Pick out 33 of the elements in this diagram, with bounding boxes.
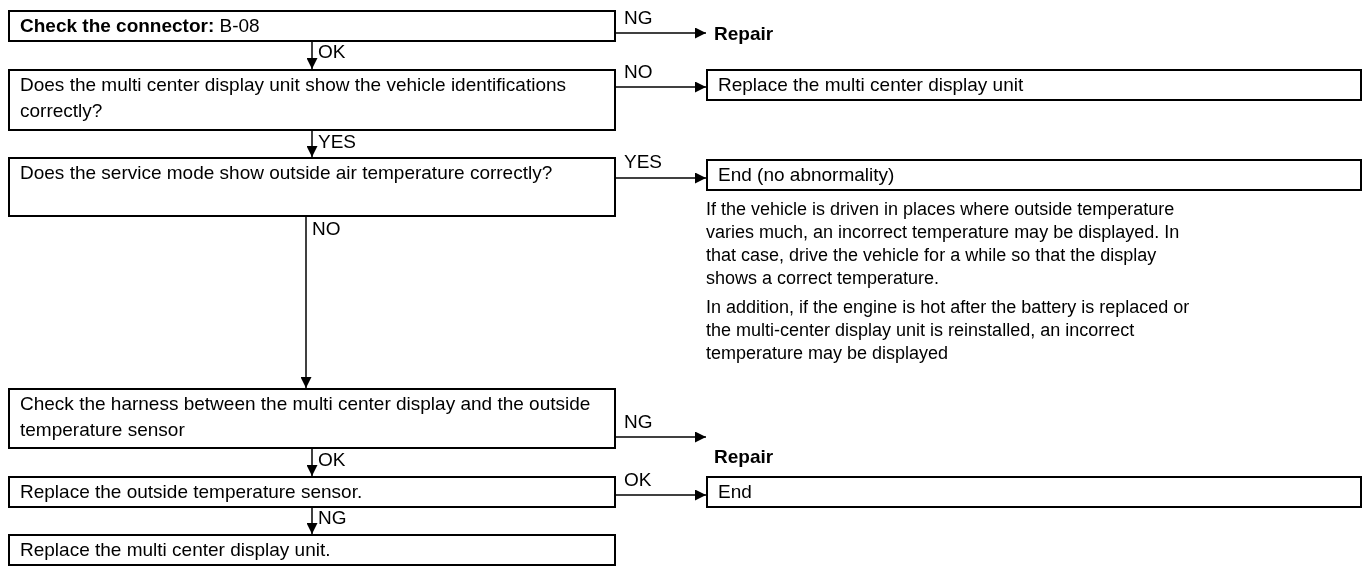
process-box: Check the harness between the multi center display and the outside temperature sensor xyxy=(8,388,616,449)
edge-label: NO xyxy=(624,62,653,82)
process-box: Does the multi center display unit show the vehicle identifications correctly? xyxy=(8,69,616,131)
note-paragraph: In addition, if the engine is hot after the battery is replaced or the multi-center display unit is reinstalled, an incorrect temperature may be displayed xyxy=(706,296,1191,365)
process-box: End (no abnormality) xyxy=(706,159,1362,191)
edge-label: OK xyxy=(318,42,346,62)
arrow xyxy=(615,431,707,443)
edge-label: NO xyxy=(312,219,341,239)
arrow xyxy=(306,507,318,535)
edge-label: NG xyxy=(624,412,653,432)
edge-label: NG xyxy=(624,8,653,28)
process-box: Does the service mode show outside air temperature correctly? xyxy=(8,157,616,217)
process-box: Check the connector: B-08 xyxy=(8,10,616,42)
note-paragraph: If the vehicle is driven in places where outside temperature varies much, an incorrect temperature may be displayed. In that case, drive the vehicle for a while so that the display shows a correct temperature. xyxy=(706,198,1181,290)
edge-label: OK xyxy=(624,470,652,490)
arrow xyxy=(300,216,312,389)
edge-label: YES xyxy=(624,152,663,172)
edge-label: OK xyxy=(318,450,346,470)
process-box: End xyxy=(706,476,1362,508)
arrow xyxy=(306,448,318,477)
edge-label: YES xyxy=(318,132,357,152)
edge-label: NG xyxy=(318,508,347,528)
process-box: Replace the multi center display unit. xyxy=(8,534,616,566)
arrow xyxy=(615,489,707,501)
arrow xyxy=(615,81,707,93)
process-box: Replace the multi center display unit xyxy=(706,69,1362,101)
process-box: Replace the outside temperature sensor. xyxy=(8,476,616,508)
outcome-text: Repair xyxy=(714,21,794,47)
arrow xyxy=(615,27,707,39)
arrow xyxy=(615,172,707,184)
arrow xyxy=(306,41,318,70)
arrow xyxy=(306,130,318,158)
outcome-text: Repair xyxy=(714,444,794,470)
